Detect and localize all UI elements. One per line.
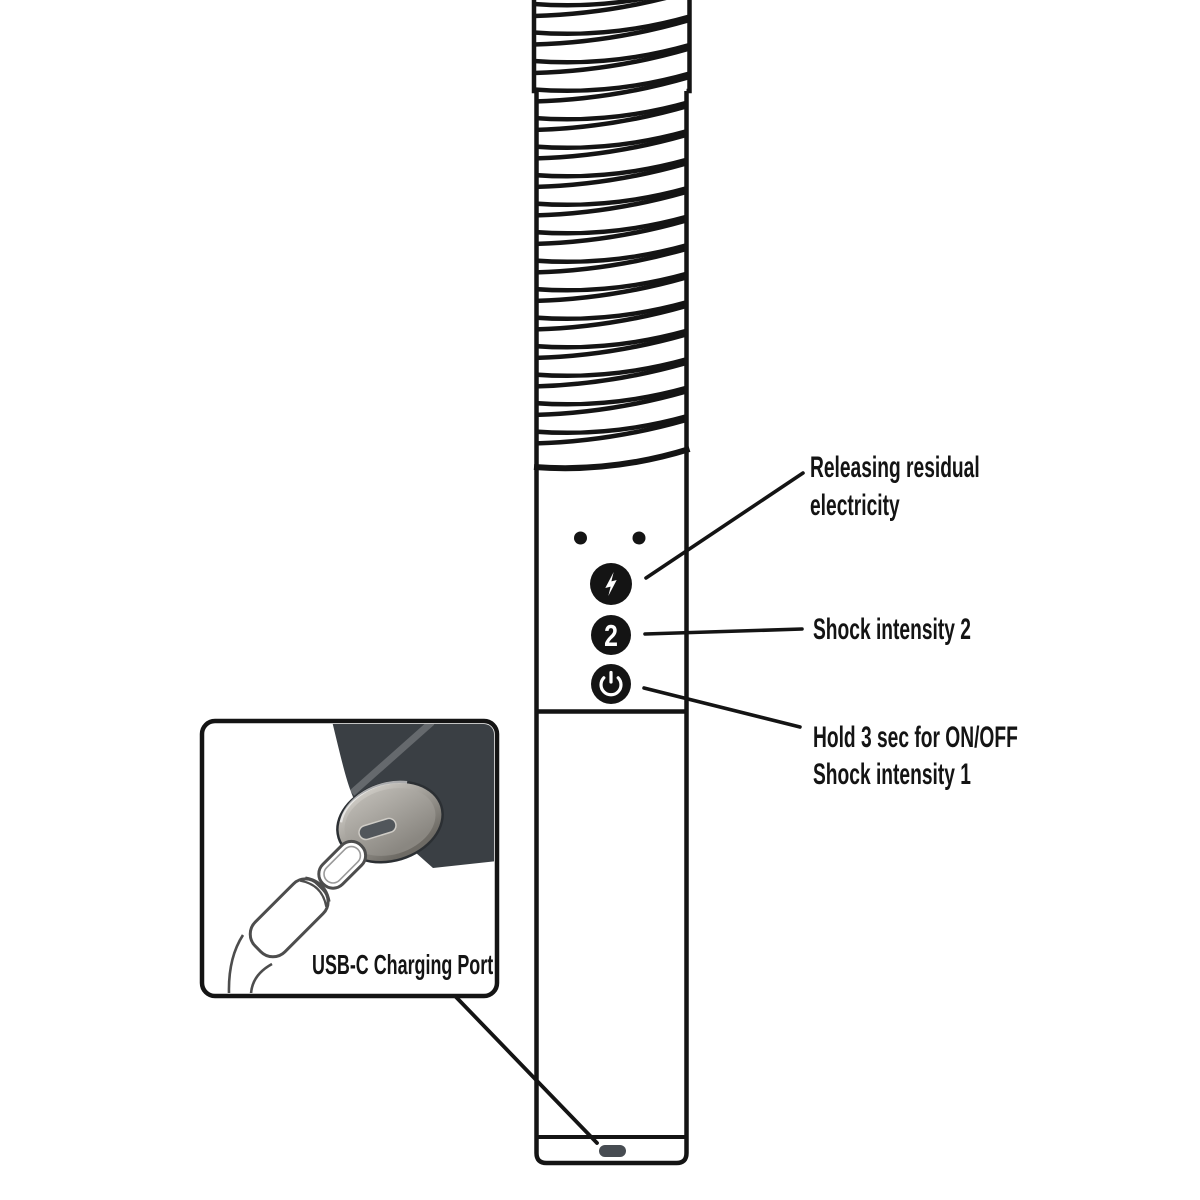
inset-content — [227, 724, 494, 993]
device-body-outline — [534, 91, 689, 1166]
discharge-button — [590, 563, 632, 605]
cap-rim-highlight — [339, 780, 408, 823]
leader-line-intensity2 — [643, 627, 804, 636]
grip-rib-texture — [534, 0, 690, 446]
leader-line-residual — [644, 471, 805, 580]
lightning-bolt-icon — [605, 571, 617, 597]
label-power-instructions: Hold 3 sec for ON/OFF Shock intensity 1 — [813, 721, 1018, 791]
connector-collar-arc-1 — [305, 876, 331, 902]
indicator-dot-left — [574, 531, 587, 545]
connector-collar-arc-2 — [299, 879, 328, 908]
indicator-dot-right — [632, 531, 646, 545]
inset-usbc-slot — [358, 817, 397, 841]
leader-line-usbc — [454, 995, 599, 1145]
label-releasing-residual: Releasing residual electricity — [810, 451, 980, 522]
connector-plug-body — [248, 877, 330, 959]
label-usbc-charging-port: USB-C Charging Port — [312, 949, 494, 980]
power-button — [591, 664, 631, 704]
cable-edge-right — [249, 962, 273, 993]
inset-end-cap — [336, 780, 444, 864]
intensity-2-label: 2 — [604, 618, 618, 652]
power-icon — [599, 670, 623, 697]
inset-cylinder-highlight — [349, 724, 435, 796]
usbc-port-pill — [599, 1145, 626, 1157]
connector-tip-inner-line — [323, 845, 362, 884]
usbc-cable-connector — [227, 839, 368, 993]
connector-metal-tip — [317, 839, 368, 890]
cable-edge-left — [227, 934, 245, 993]
grip-bottom-edge — [533, 446, 691, 472]
label-shock-intensity-2: Shock intensity 2 — [813, 613, 971, 646]
intensity-2-button: 2 — [591, 615, 631, 655]
leader-line-power — [642, 686, 802, 729]
